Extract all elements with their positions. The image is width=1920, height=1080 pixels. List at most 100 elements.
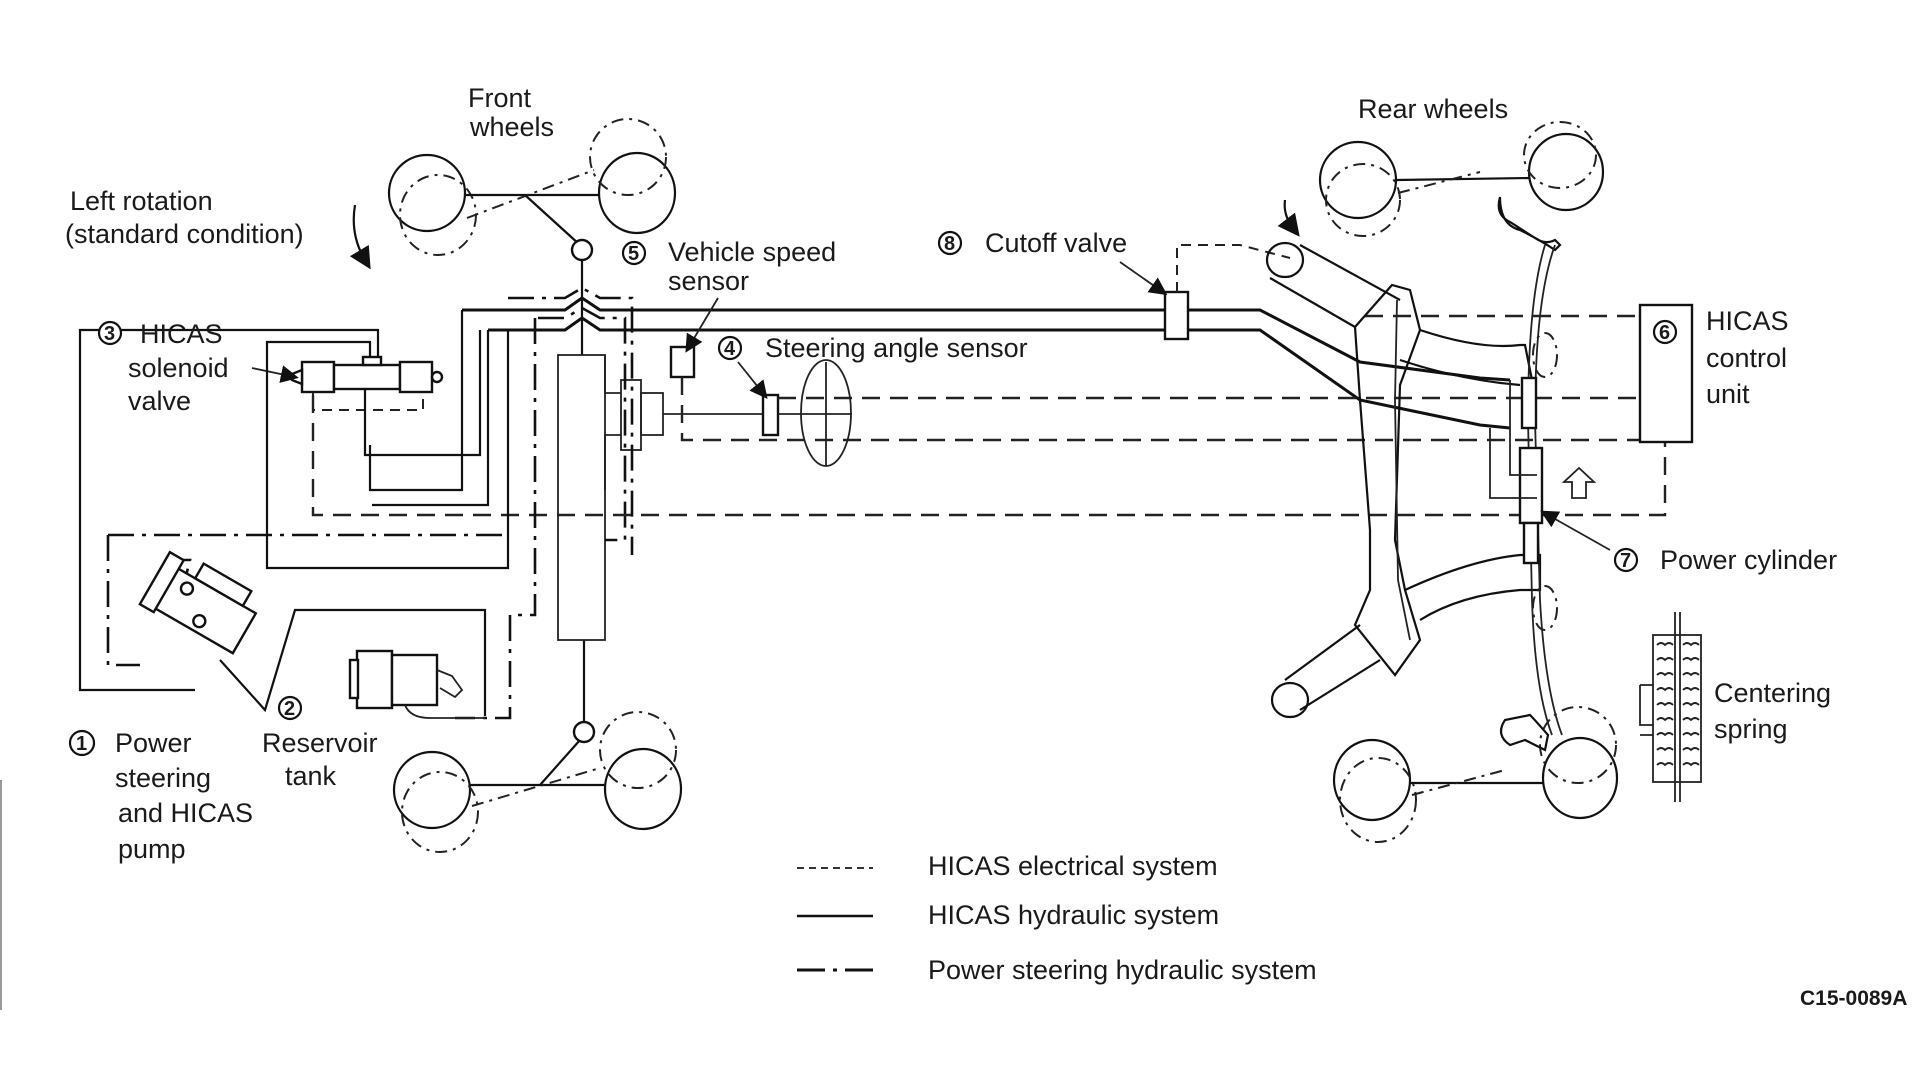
- elec-line-solenoid: [311, 395, 1667, 517]
- solenoid-end-cap: [430, 370, 444, 384]
- rear-mount-top: [1265, 241, 1305, 279]
- rear-tie-rod-turned: [1397, 171, 1481, 194]
- front-steering-arm: [524, 194, 581, 246]
- hydraulic-line-upper: [1170, 308, 1511, 382]
- hicas-electrical-lines: [311, 314, 1667, 517]
- component-2-number: 2: [284, 698, 295, 720]
- component-6-label: HICAS control unit: [1706, 306, 1796, 409]
- cutoff-valve-leader: [1119, 261, 1168, 296]
- reservoir-cap-section: [390, 653, 439, 707]
- rear-knuckle-top: [1497, 196, 1562, 252]
- solenoid-right-coil: [398, 360, 434, 394]
- rear-left-wheel-b-turned: [1339, 757, 1417, 843]
- spring-housing: [1652, 634, 1702, 783]
- component-4-label: Steering angle sensor: [765, 333, 1028, 363]
- rear-arm-mid-2: [1399, 358, 1521, 387]
- component-1-label: Power steering and HICAS pump: [115, 728, 261, 864]
- component-6-badge: [1652, 319, 1678, 345]
- figure-code: C15-0089A: [1800, 987, 1907, 1010]
- hydraulic-line-down-left: [368, 310, 464, 492]
- ps-crossing-1: [508, 286, 634, 555]
- ps-crossing-2: [538, 306, 627, 542]
- solenoid-center: [332, 363, 402, 391]
- left-rotation-label: Left rotation (standard condition): [65, 186, 304, 249]
- centering-spring-label: Centering spring: [1714, 678, 1839, 744]
- hicas-control-unit: [1638, 303, 1694, 444]
- steering-angle-sensor: [737, 359, 852, 467]
- solenoid-left-coil: [300, 360, 336, 394]
- front-pivot-joint: [570, 238, 594, 262]
- front-wheels-label: Front wheels: [468, 83, 554, 142]
- component-8-badge: [937, 230, 963, 256]
- cutoff-valve-body: [1163, 290, 1190, 341]
- solenoid-hyd-out: [363, 330, 482, 457]
- component-4-number: 4: [724, 338, 736, 360]
- solenoid-hyd-in: [265, 330, 510, 570]
- legend: HICAS electrical system HICAS hydraulic …: [797, 851, 1317, 985]
- rear-tie-rod: [1395, 176, 1531, 182]
- cylinder-hyd-in-1: [1509, 380, 1537, 476]
- reservoir-tank: [348, 649, 485, 719]
- component-7-label: Power cylinder: [1660, 545, 1837, 575]
- reservoir-return: [404, 704, 485, 719]
- front-left-wheel: [387, 153, 467, 233]
- spring-bracket: [1639, 684, 1653, 736]
- component-8-label: Cutoff valve: [985, 228, 1127, 258]
- rear-lower-arm-out: [1284, 624, 1381, 711]
- power-cylinder-upper: [1520, 376, 1538, 430]
- rear-wheels-label: Rear wheels: [1358, 94, 1508, 124]
- cutoff-valve: [1119, 244, 1291, 341]
- legend-label-hydraulic: HICAS hydraulic system: [928, 900, 1219, 930]
- component-6-number: 6: [1659, 322, 1670, 344]
- component-8-number: 8: [944, 233, 955, 255]
- gear-valve-side: [640, 392, 664, 436]
- component-3-badge: [97, 320, 123, 346]
- gear-valve-connect-top: [604, 355, 621, 394]
- component-5-number: 5: [628, 243, 639, 265]
- rear-right-wheel-b-turned: [1539, 706, 1617, 784]
- reservoir-base: [348, 658, 360, 700]
- hicas-solenoid-valve: [78, 328, 510, 692]
- cylinder-hyd-in-2: [1489, 428, 1537, 499]
- gear-valve-connect-bottom: [604, 434, 621, 490]
- component-1-number: 1: [76, 733, 87, 755]
- component-3-number: 3: [104, 323, 115, 345]
- component-7-number: 7: [1620, 550, 1631, 572]
- pump-feed-outer: [78, 328, 380, 692]
- legend-label-power-steering: Power steering hydraulic system: [928, 955, 1317, 985]
- hydraulic-crossing-2: [488, 316, 1170, 332]
- solenoid-leader: [251, 365, 299, 383]
- front-right-wheel-b-turned: [599, 711, 677, 789]
- rear-right-wheel: [1527, 132, 1605, 212]
- cylinder-direction-arrow: [1561, 466, 1597, 499]
- centering-spring-detail: [1639, 612, 1702, 802]
- rear-crossmember-inner: [1394, 299, 1411, 641]
- rear-right-wheel-turned: [1523, 121, 1597, 189]
- angle-sensor-body: [761, 393, 780, 437]
- cutoff-valve-elec: [1176, 244, 1291, 292]
- speed-sensor-leader: [685, 297, 719, 353]
- reservoir-body: [355, 649, 394, 710]
- hydraulic-crossing-1: [462, 296, 1170, 312]
- hydraulic-line-down-right: [372, 330, 490, 507]
- power-cylinder-body: [1518, 446, 1544, 525]
- spring-coils-left: [1656, 642, 1674, 767]
- hydraulic-line-lower: [1170, 328, 1511, 430]
- component-2-badge: [277, 695, 303, 721]
- rear-rotation-arrow-icon: [1277, 199, 1300, 237]
- rear-mount-bottom: [1270, 681, 1310, 719]
- solenoid-top-port: [361, 355, 383, 367]
- solenoid-left-nozzle: [290, 368, 304, 386]
- legend-label-electrical: HICAS electrical system: [928, 851, 1218, 881]
- component-4-badge: [717, 335, 743, 361]
- component-3-label: HICAS solenoid valve: [128, 319, 236, 416]
- rear-pivot-top: [1532, 332, 1558, 378]
- steering-gear-box: [557, 354, 606, 641]
- rear-arm-mid-1: [1419, 328, 1537, 396]
- reservoir-outlet: [436, 669, 464, 699]
- rear-crossmember: [1353, 283, 1422, 677]
- rear-knuckle-bottom: [1499, 713, 1550, 752]
- pump-cap: [193, 561, 253, 608]
- component-1-badge: [68, 729, 96, 757]
- pump-outlet-line: [219, 608, 487, 716]
